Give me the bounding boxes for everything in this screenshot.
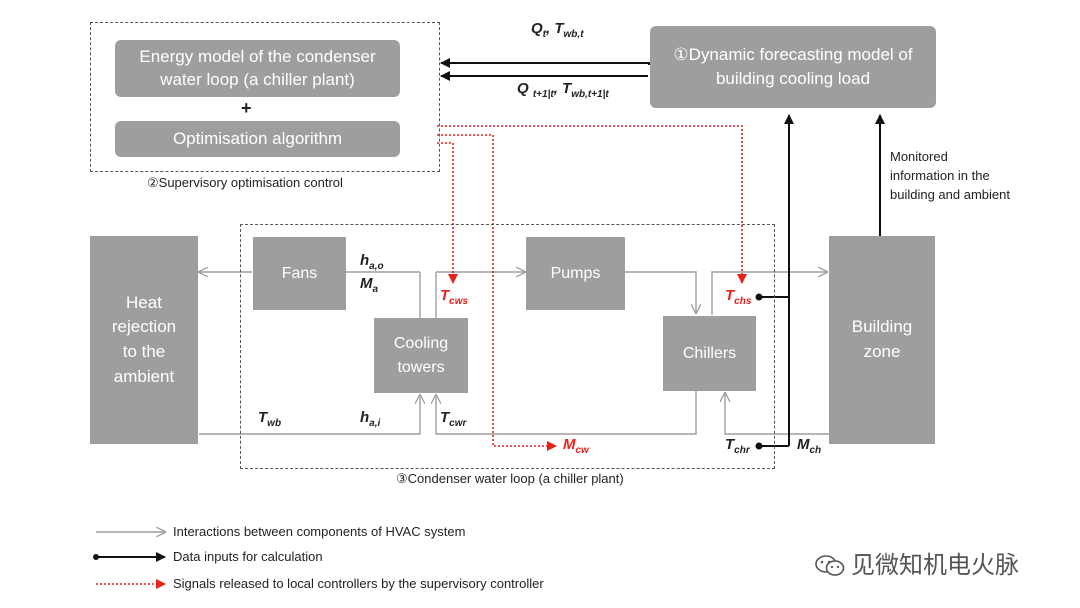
legend-signals-label: Signals released to local controllers by…: [173, 576, 544, 591]
var-hai: ha,i: [360, 409, 381, 429]
tchr-sensor-dot: [755, 442, 763, 450]
legend-black-dot: [93, 554, 99, 560]
var-tchr: Tchr: [725, 436, 750, 456]
var-q-forecast: Q t+1|t, Twb,t+1|t: [517, 80, 609, 100]
var-twb: Twb: [258, 409, 282, 429]
var-tcwr: Tcwr: [440, 409, 467, 429]
energy-model-box: Energy model of the condenser water loop…: [115, 40, 400, 97]
wechat-icon: [815, 555, 845, 577]
chillers-label: Chillers: [682, 344, 737, 362]
var-ma: Ma: [360, 275, 379, 295]
var-mcw: Mcw: [563, 436, 589, 456]
watermark-text: 见微知机电火脉: [851, 551, 1019, 579]
chillers-box: Chillers: [663, 316, 756, 391]
watermark: 见微知机电火脉: [815, 545, 1019, 580]
var-qt-twbt: Qt, Twb,t: [531, 20, 584, 40]
plus-sign: +: [241, 98, 252, 118]
signal-to-tchs: [437, 125, 747, 284]
fans-box: Fans: [253, 237, 346, 310]
optimisation-algorithm-box: Optimisation algorithm: [115, 121, 400, 157]
building-zone-label: Building zone: [851, 317, 913, 361]
tchs-sensor-dot: [755, 293, 763, 301]
supervisory-group-label: ②Supervisory optimisation control: [147, 175, 343, 190]
signal-to-tcws: [437, 142, 458, 284]
pumps-label: Pumps: [550, 264, 601, 282]
optimisation-label: Optimisation algorithm: [172, 129, 343, 148]
var-hao: ha,o: [360, 252, 384, 272]
forecasting-model-box: ①Dynamic forecasting model of building c…: [650, 26, 936, 108]
cooling-towers-label: Cooling towers: [393, 334, 449, 376]
var-tcws: Tcws: [440, 287, 469, 307]
cooling-towers-box: Cooling towers: [374, 318, 468, 393]
signal-to-mcw: [437, 134, 557, 451]
energy-model-label: Energy model of the condenser water loop…: [139, 46, 376, 89]
fans-label: Fans: [281, 264, 318, 282]
building-zone-box: Building zone: [829, 236, 935, 444]
condenser-loop-group: [240, 224, 775, 469]
interaction-pumps-to-chillers: [625, 271, 696, 313]
condenser-group-label: ③Condenser water loop (a chiller plant): [396, 471, 624, 486]
supervisory-control-group: [90, 22, 440, 172]
pumps-box: Pumps: [526, 237, 625, 310]
legend-interactions-label: Interactions between components of HVAC …: [173, 524, 466, 539]
monitored-info-label: Monitored information in the building an…: [890, 149, 1010, 202]
var-mch: Mch: [797, 436, 822, 456]
var-tchs: Tchs: [725, 287, 752, 307]
heat-rejection-box: Heat rejection to the ambient: [90, 236, 198, 444]
interaction-ambient-to-towers: [199, 395, 420, 435]
heat-rejection-label: Heat rejection to the ambient: [111, 292, 177, 386]
interaction-building-to-chillers: [725, 393, 829, 435]
forecasting-label: ①Dynamic forecasting model of building c…: [673, 45, 913, 88]
interaction-chillers-to-towers: [436, 390, 697, 435]
legend-data-inputs-label: Data inputs for calculation: [173, 549, 323, 564]
